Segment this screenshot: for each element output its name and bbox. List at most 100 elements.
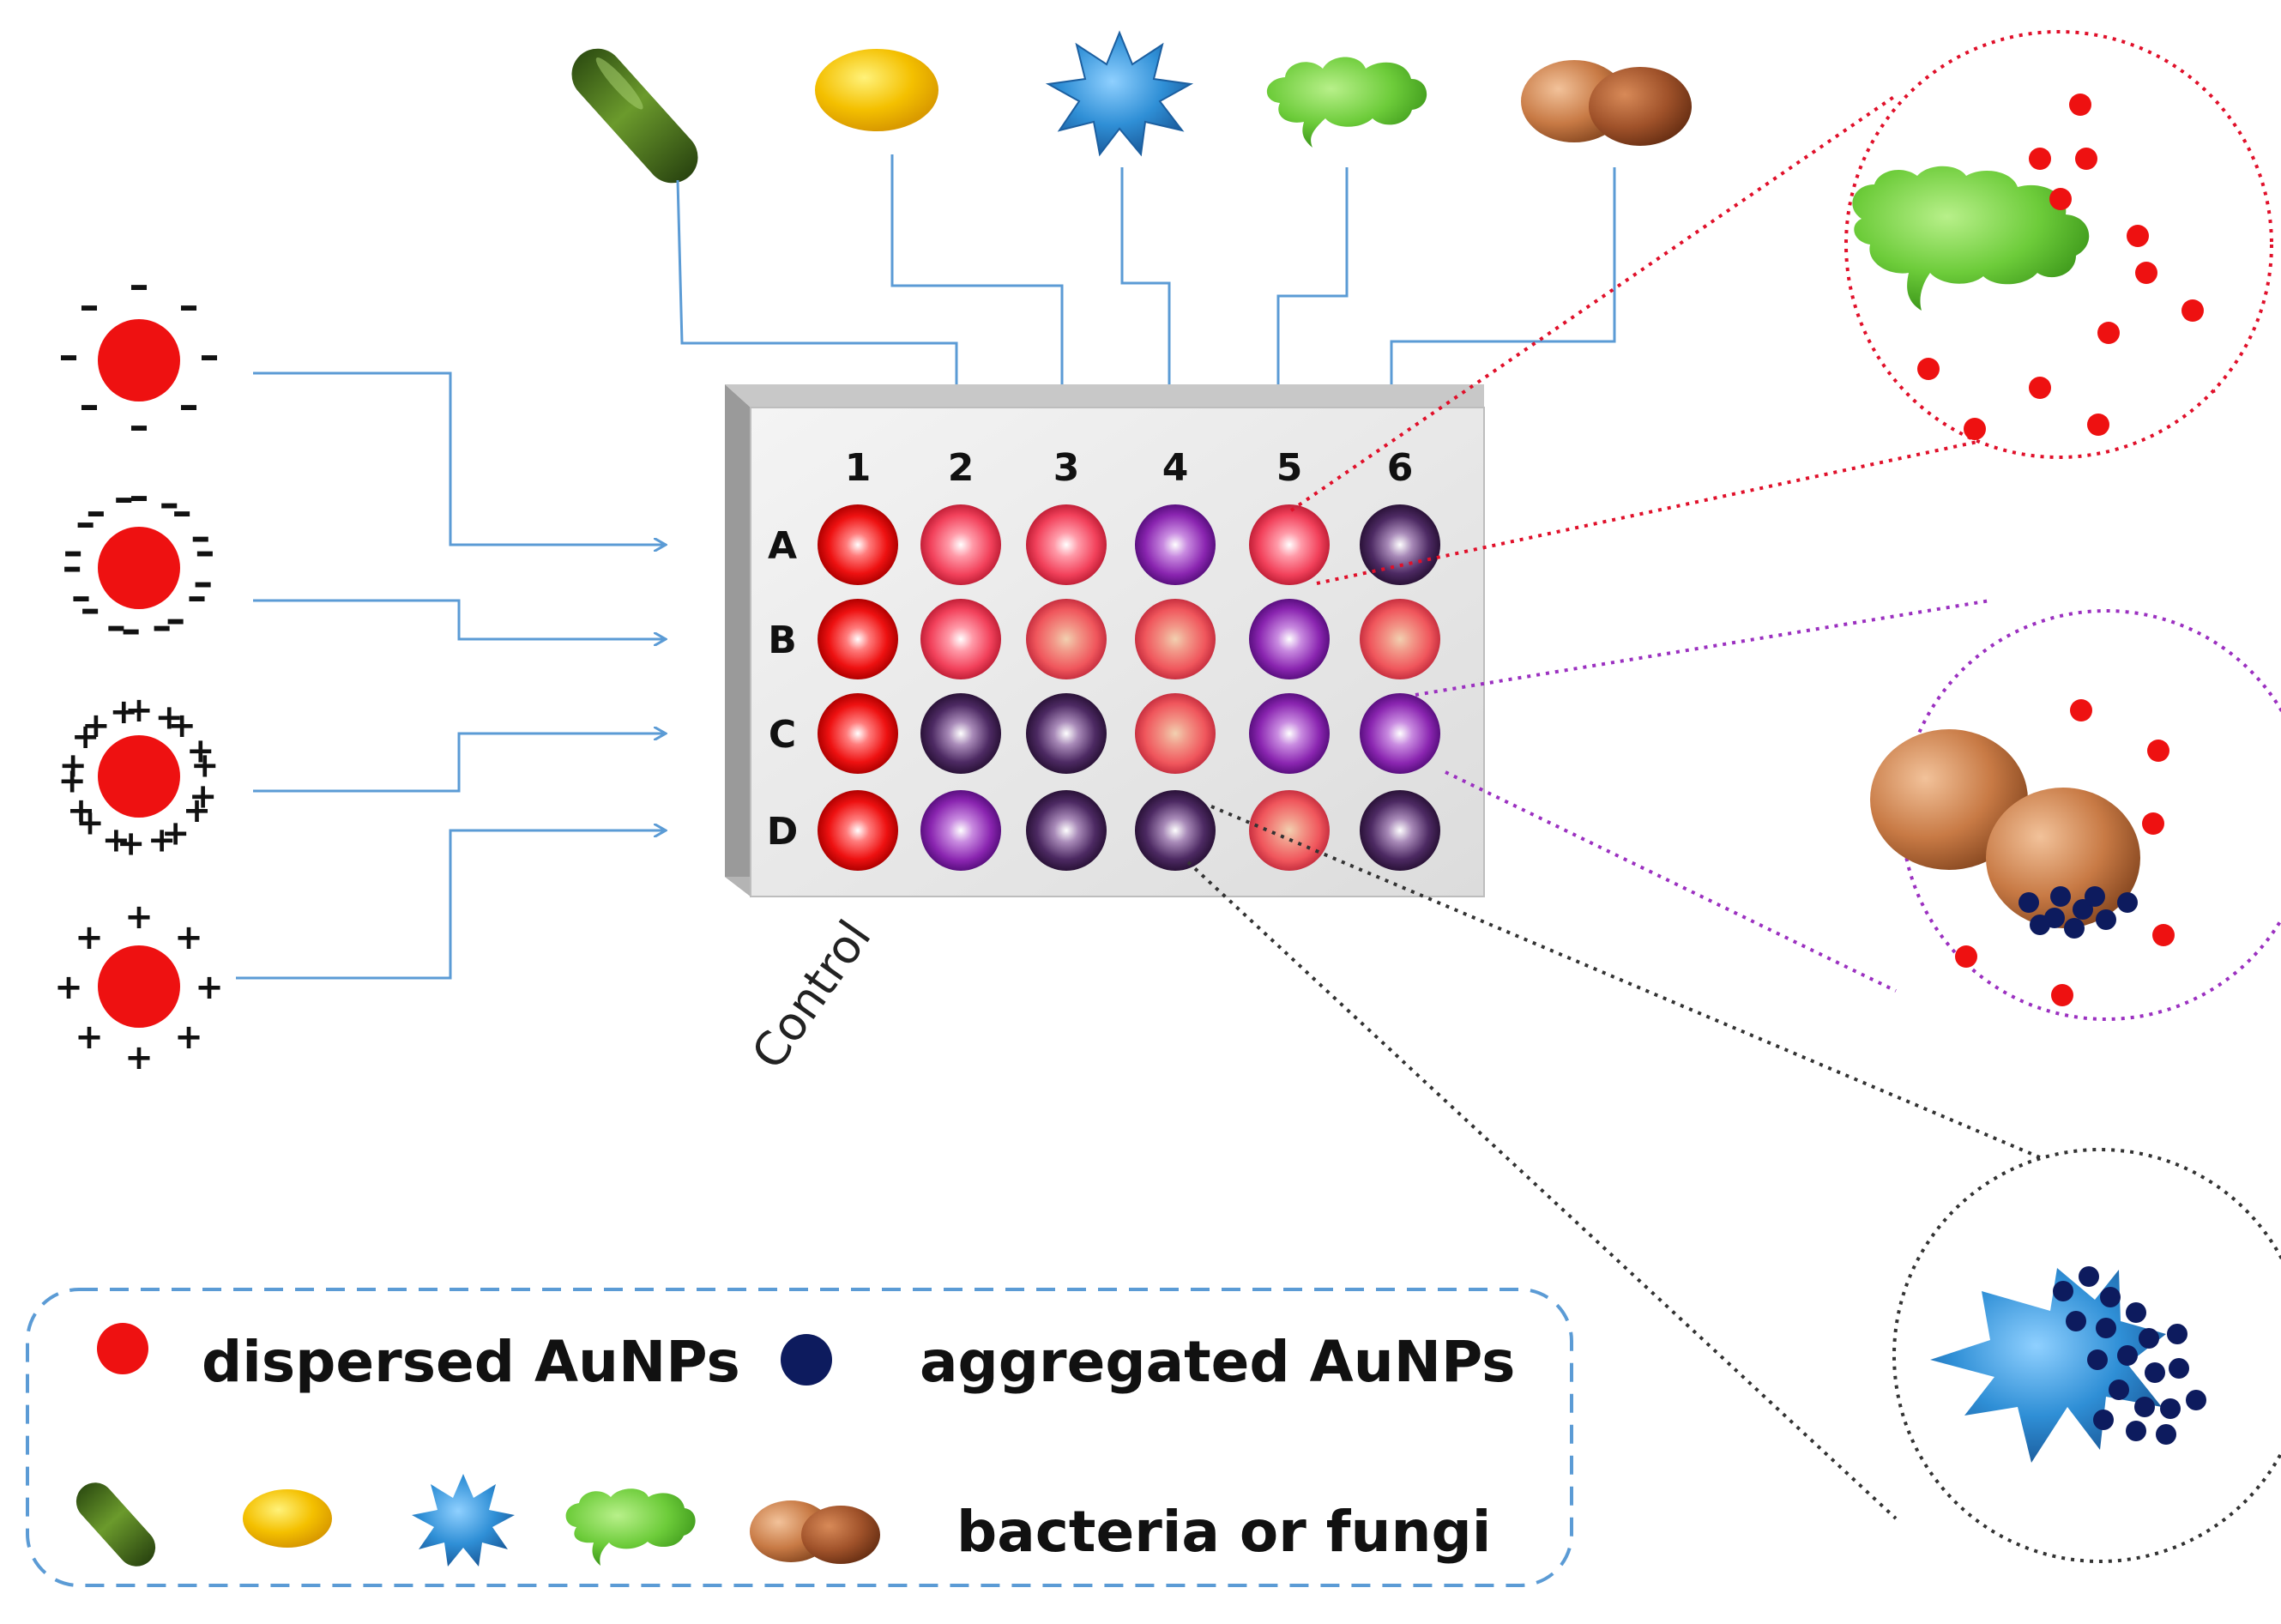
well-A4 — [1135, 504, 1216, 585]
aggregated-particle — [2186, 1390, 2206, 1410]
row-label-A: A — [768, 524, 797, 568]
aggregated-particle — [2085, 886, 2105, 907]
nanoparticle-connectors — [236, 371, 665, 980]
well-C1 — [818, 693, 898, 774]
well-D4 — [1135, 790, 1216, 871]
well-D5 — [1249, 790, 1330, 871]
dispersed-particle — [2075, 148, 2097, 170]
dispersed-particle — [2135, 262, 2157, 284]
positive-charge: + — [124, 691, 154, 730]
positive-charge: + — [81, 706, 111, 746]
dispersed-particle — [2051, 984, 2073, 1006]
yellow-cell-icon — [815, 49, 938, 131]
aggregated-particle — [2087, 1349, 2108, 1370]
positive-charge: + — [71, 717, 100, 757]
gold-nanoparticle — [98, 527, 180, 609]
well-B5 — [1249, 599, 1330, 679]
connector-np1-to-rowA — [253, 371, 665, 545]
dispersed-particle — [2142, 812, 2164, 835]
row-labels: A B C D — [767, 524, 799, 854]
negative-charge: – — [75, 499, 95, 546]
dispersed-particle — [2152, 924, 2175, 946]
plate-top-rim — [725, 384, 1484, 408]
well-D1 — [818, 790, 898, 871]
positive-charge: + — [110, 692, 139, 732]
row-label-D: D — [767, 810, 799, 854]
negative-charge: – — [130, 473, 149, 519]
connector-cloud-to-col5 — [1278, 167, 1349, 420]
microbe-icons-top — [571, 30, 1692, 184]
aggregated-particle — [2145, 1362, 2165, 1383]
column-label-4: 4 — [1162, 446, 1189, 490]
well-grid — [818, 504, 1440, 871]
negative-charge: – — [152, 602, 172, 649]
aggregated-particle — [2093, 1410, 2114, 1430]
negative-charge: – — [160, 480, 179, 526]
dispersed-particle — [2070, 699, 2092, 721]
positive-charge: + — [57, 761, 87, 800]
positive-charge: + — [124, 1038, 154, 1078]
green-fungus-icon — [1852, 166, 2090, 311]
dispersed-particle — [2029, 148, 2051, 170]
legend-dispersed-label: dispersed AuNPs — [202, 1329, 740, 1395]
negative-charge: – — [63, 528, 83, 574]
nanoparticle-2: –––––––––––––––––– — [63, 473, 215, 652]
well-D3 — [1026, 790, 1107, 871]
dispersed-particle — [1964, 418, 1986, 440]
positive-charge: + — [148, 820, 177, 860]
legend-microbes-label: bacteria or fungi — [956, 1499, 1491, 1565]
aggregated-nanoparticles — [2053, 1266, 2206, 1445]
aggregated-particle — [2167, 1324, 2187, 1344]
positive-charge: + — [189, 777, 218, 817]
aggregated-particle — [2117, 1345, 2138, 1366]
negative-charge: – — [106, 602, 126, 649]
dispersed-particle — [2087, 414, 2109, 436]
aggregated-particle-swatch — [781, 1334, 832, 1386]
positive-charge: + — [186, 731, 215, 770]
well-A5 — [1249, 504, 1330, 585]
nanoparticles-around-yeast — [1955, 699, 2175, 1006]
well-C2 — [920, 693, 1001, 774]
positive-charge: + — [155, 697, 184, 737]
aggregated-particle — [2066, 1311, 2086, 1331]
control-label: Control — [741, 910, 882, 1078]
negative-charge: – — [187, 573, 207, 619]
callout-black-line-2 — [1186, 860, 1898, 1520]
callout-bacteria-aggregation — [1892, 1148, 2281, 1563]
well-A3 — [1026, 504, 1107, 585]
budding-yeast-icon — [1521, 60, 1692, 146]
dispersed-particle — [1955, 945, 1977, 968]
legend-green-fungus-icon — [565, 1488, 696, 1566]
blue-spiky-cell-icon — [1930, 1268, 2166, 1463]
dispersed-particle — [2097, 322, 2120, 344]
connector-star-to-col4 — [1120, 167, 1169, 420]
negative-charge: – — [63, 543, 82, 589]
aggregated-particle — [2117, 892, 2138, 913]
legend-budding-yeast-icon — [750, 1500, 880, 1564]
row-label-B: B — [768, 619, 797, 662]
aggregated-particle — [2019, 892, 2039, 913]
well-B1 — [818, 599, 898, 679]
negative-charge: – — [121, 606, 141, 652]
negative-charge: – — [130, 402, 149, 449]
negative-charge: – — [195, 528, 214, 574]
aggregated-particle — [2079, 1266, 2099, 1287]
negative-charge: – — [81, 585, 100, 631]
well-A1 — [818, 504, 898, 585]
row-label-C: C — [769, 713, 796, 757]
negative-charge: – — [172, 488, 192, 534]
well-C6 — [1360, 693, 1440, 774]
aggregated-particle — [2053, 1281, 2073, 1301]
negative-charge: – — [59, 332, 79, 378]
dispersed-particle — [2181, 299, 2204, 322]
blue-spiky-cell-icon — [1045, 30, 1194, 157]
negative-charge: – — [71, 573, 91, 619]
negative-charge: – — [166, 595, 185, 642]
gold-nanoparticle — [98, 735, 180, 818]
positive-charge: + — [58, 746, 87, 785]
negative-charge: – — [86, 488, 106, 534]
